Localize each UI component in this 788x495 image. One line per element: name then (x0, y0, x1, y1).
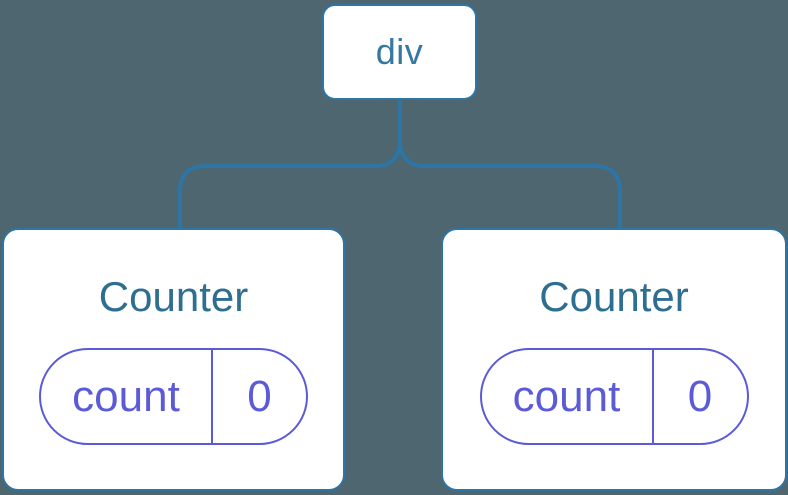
counter-2-state-pill: count 0 (479, 348, 749, 446)
counter-2-title: Counter (539, 273, 689, 320)
tree-node-counter-1: Counter count 0 (2, 228, 345, 491)
root-node-label: div (375, 31, 424, 72)
counter-1-title: Counter (98, 273, 249, 320)
counter-2-state-key: count (482, 350, 654, 444)
counter-1-state-pill: count 0 (39, 348, 308, 446)
tree-node-counter-2: Counter count 0 (441, 228, 787, 491)
counter-2-state-value: 0 (687, 371, 713, 421)
counter-1-state-key: count (41, 350, 213, 444)
tree-node-root: div (322, 4, 477, 100)
connector-right-branch (398, 98, 622, 232)
counter-1-state-value: 0 (247, 371, 272, 421)
connector-left-branch (178, 98, 402, 232)
